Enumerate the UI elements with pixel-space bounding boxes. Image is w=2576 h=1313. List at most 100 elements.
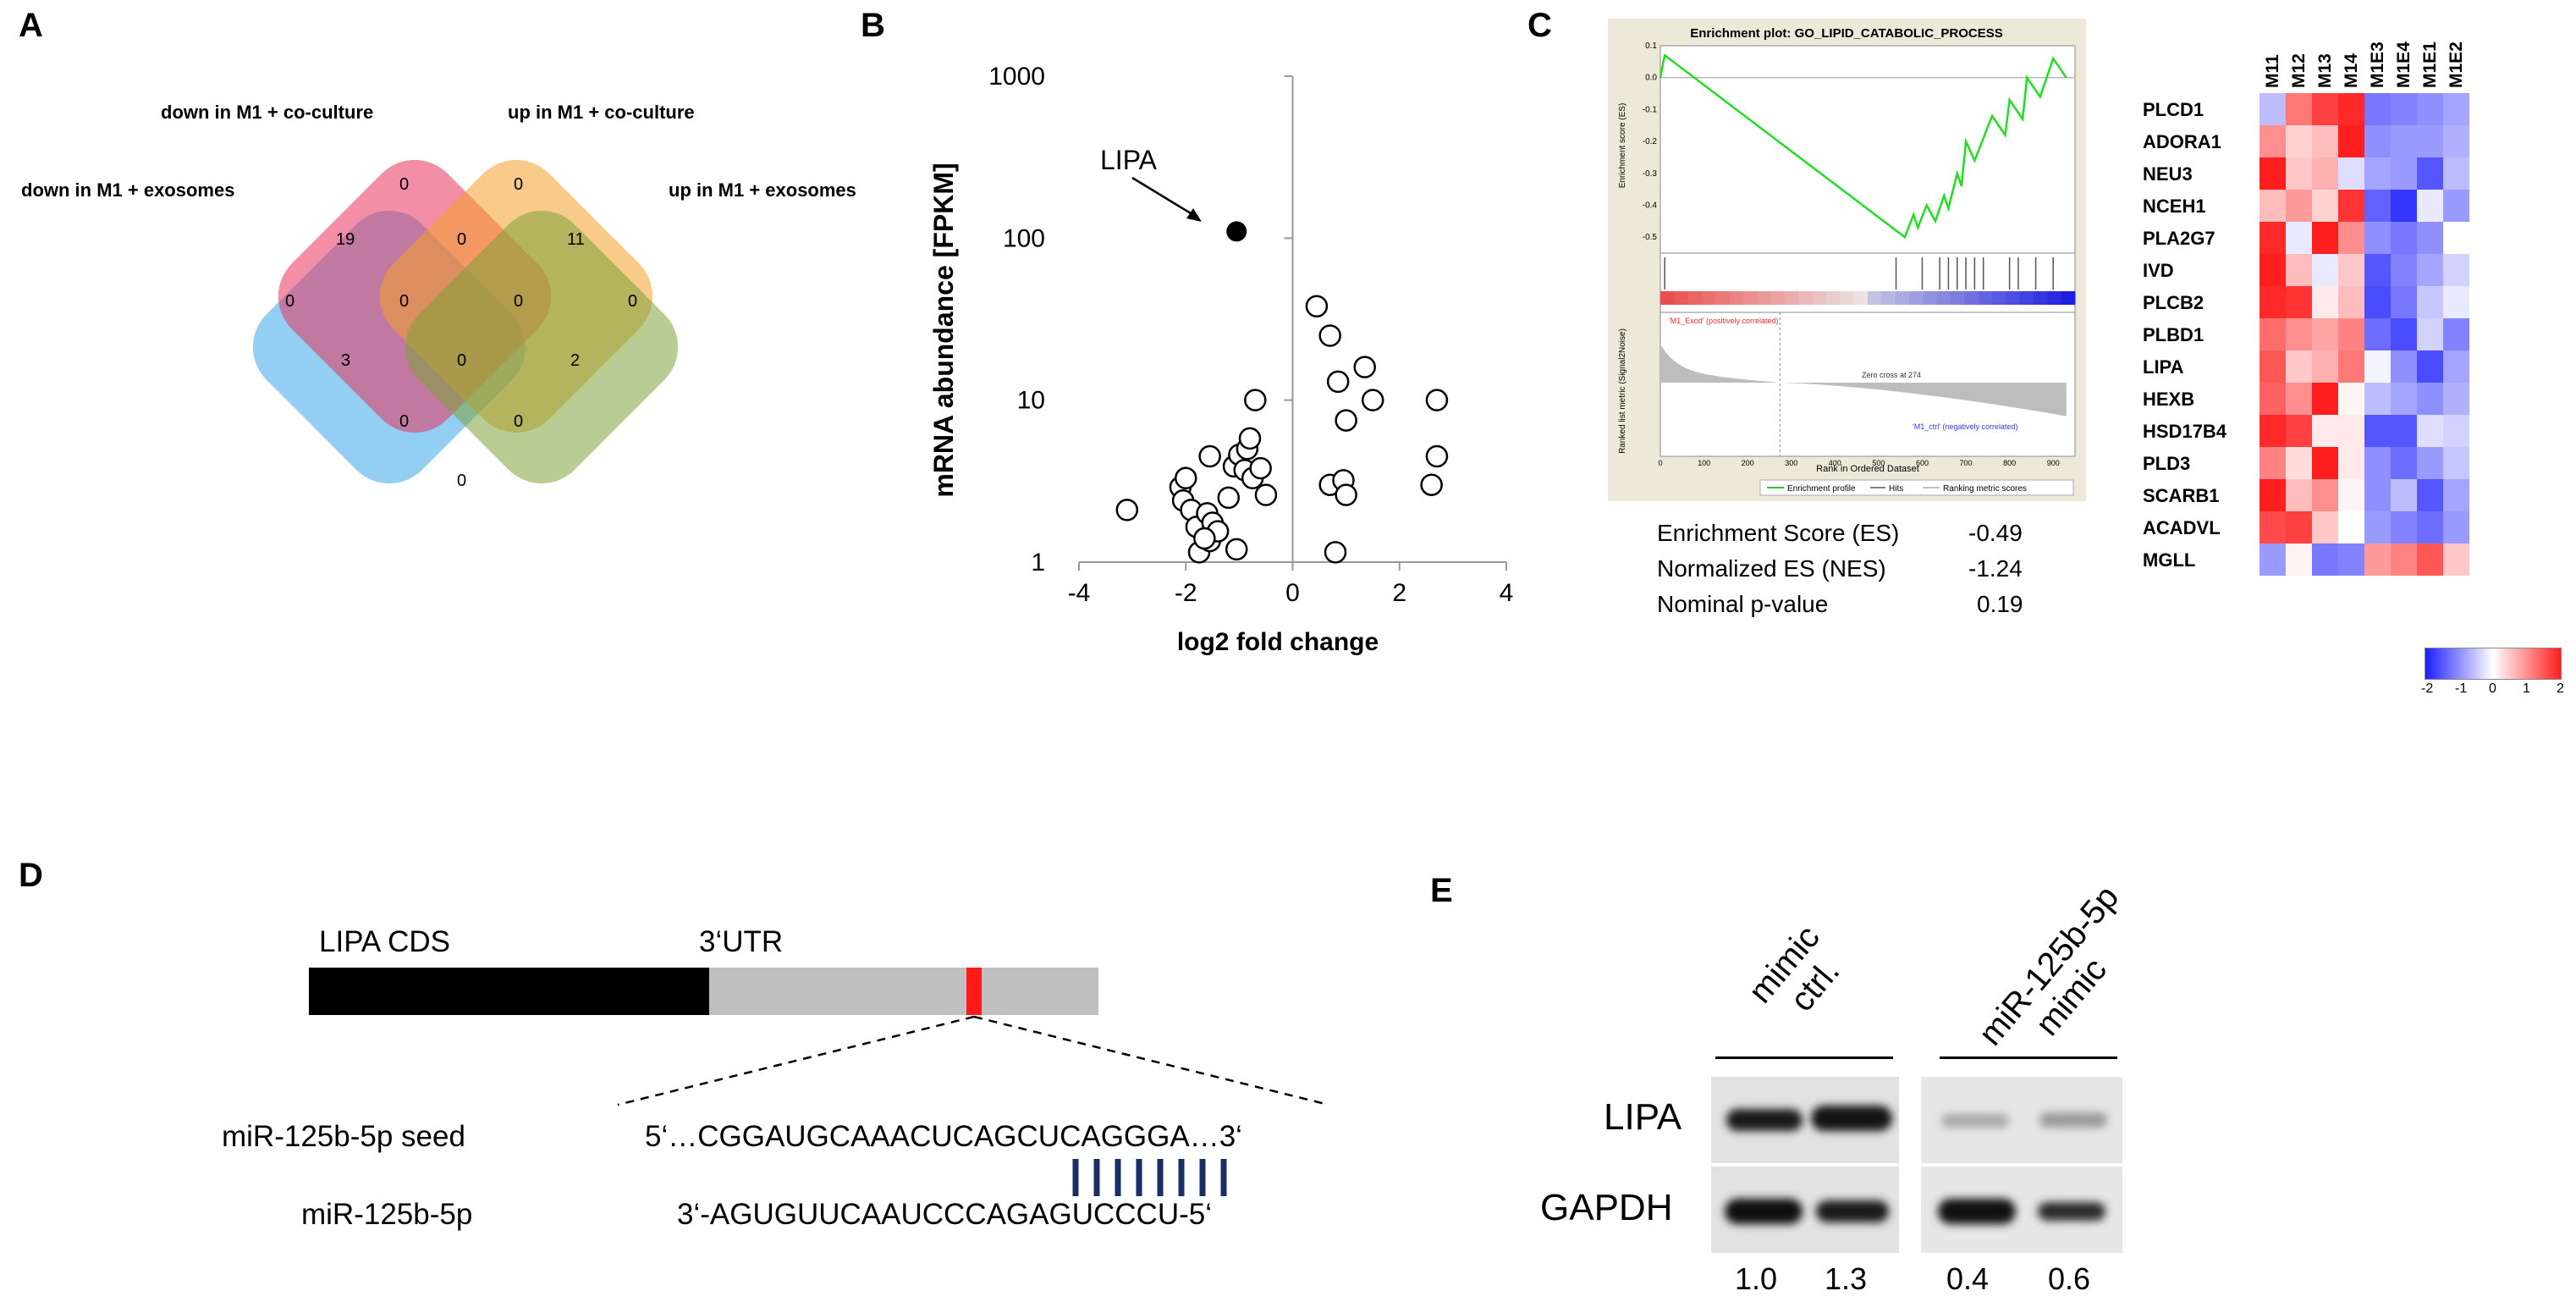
heatmap-row-label: NEU3 — [2143, 163, 2193, 185]
heatmap-cell — [2286, 190, 2312, 222]
stat-pvalue-label: Nominal p-value — [1657, 591, 1829, 617]
heatmap-cell — [2338, 190, 2364, 222]
heatmap-cell — [2260, 157, 2286, 190]
heatmap-cell — [2417, 415, 2443, 447]
scatter-point — [1318, 324, 1341, 347]
group-underline-ctrl — [1715, 1056, 1893, 1059]
heatmap-cell — [2338, 447, 2364, 479]
heatmap-cell — [2338, 350, 2364, 383]
y-tick-label: 1000 — [988, 63, 1045, 91]
x-tick-label: -4 — [1068, 579, 1091, 607]
gsea-y-tick-label: 0.1 — [1645, 41, 1657, 51]
heatmap-cell — [2312, 511, 2338, 543]
group-underline-mir — [1940, 1056, 2117, 1059]
heatmap-cell — [2364, 350, 2391, 383]
scatter-point — [1217, 486, 1240, 510]
heatmap-cell — [2417, 157, 2443, 190]
gsea-x-tick-label: 500 — [1872, 459, 1885, 467]
scatter-point — [1425, 444, 1449, 468]
y-tick-label: 1 — [1031, 549, 1045, 577]
gsea-metric-axis-label: Ranked list metric (Signal2Noise) — [1618, 328, 1627, 454]
band — [1938, 1199, 2016, 1224]
gsea-x-tick-label: 300 — [1785, 459, 1797, 467]
utr-bar — [709, 968, 1098, 1015]
heatmap-cell — [2338, 543, 2364, 576]
heatmap-cell — [2417, 286, 2443, 318]
venn-count: 0 — [399, 412, 410, 431]
heatmap-row-label: PLCD1 — [2143, 99, 2204, 120]
band — [1941, 1114, 2009, 1128]
heatmap-cell — [2260, 125, 2286, 157]
scatter-point — [1244, 389, 1267, 411]
heatmap-cell — [2391, 190, 2417, 222]
heatmap-cell — [2260, 286, 2286, 318]
heatmap-cell — [2312, 318, 2338, 350]
heatmap-cell — [2312, 222, 2338, 254]
heatmap-cell — [2260, 93, 2286, 125]
venn-count: 0 — [457, 230, 467, 249]
heatmap-cell — [2391, 125, 2417, 157]
heatmap-cell — [2286, 125, 2312, 157]
venn-count: 19 — [336, 230, 355, 249]
scatter-point — [1238, 427, 1262, 450]
heatmap-cell — [2312, 157, 2338, 190]
heatmap-row-label: HEXB — [2143, 389, 2195, 410]
heatmap-cell — [2443, 254, 2469, 286]
y-tick-label: 100 — [1003, 224, 1045, 252]
heatmap-cell — [2286, 222, 2312, 254]
heatmap-cell — [2312, 190, 2338, 222]
gsea-y-tick-label: -0.2 — [1643, 137, 1658, 146]
heatmap-row-label: PLBD1 — [2143, 324, 2204, 345]
scatter-point — [1425, 389, 1449, 411]
venn-count: 0 — [457, 472, 467, 490]
venn-count: 11 — [567, 230, 585, 249]
group-label-mir-mimic: miR-125b-5p mimic — [1972, 879, 2155, 1077]
gsea-y-tick-label: -0.5 — [1643, 233, 1658, 242]
heatmap-cell — [2417, 511, 2443, 543]
group-label-mimic-ctrl: mimic ctrl. — [1742, 919, 1856, 1034]
heatmap-row-label: NCEH1 — [2143, 196, 2206, 217]
scatter-point — [1353, 356, 1376, 378]
heatmap-cell — [2417, 383, 2443, 415]
annotation-arrow-line — [1131, 176, 1196, 218]
heatmap-row-label: ACADVL — [2143, 517, 2221, 538]
heatmap-row-label: HSD17B4 — [2143, 421, 2227, 442]
scatter-x-axis-label: log2 fold change — [1177, 628, 1379, 656]
heatmap-cell — [2364, 511, 2391, 543]
quant-value: 0.4 — [1946, 1261, 1990, 1296]
heatmap-cell — [2260, 543, 2286, 576]
heatmap-cell — [2338, 415, 2364, 447]
heatmap-cell — [2286, 479, 2312, 511]
heatmap-cell — [2260, 350, 2286, 383]
x-tick-label: -2 — [1175, 579, 1197, 607]
gsea-ranking-metric — [1660, 344, 2067, 417]
zoom-lines — [617, 1015, 1329, 1106]
gsea-pos-label: 'M1_Exod' (positively correlated) — [1669, 317, 1779, 325]
heatmap-cell — [2364, 383, 2391, 415]
heatmap-cell — [2391, 415, 2417, 447]
heatmap-cell — [2312, 543, 2338, 576]
venn-count: 0 — [457, 351, 467, 370]
venn-set-label-down-exo: down in M1 + exosomes — [21, 179, 235, 201]
band — [1725, 1199, 1803, 1224]
gsea-plot-frame: Enrichment plot: GO_LIPID_CATABOLIC_PROC… — [1608, 19, 2086, 501]
heatmap-column-label: M12 — [2289, 53, 2309, 88]
scatter-point — [1115, 499, 1139, 521]
heatmap-cell — [2286, 286, 2312, 318]
heatmap-cell — [2443, 318, 2469, 350]
seed-label: miR-125b-5p seed — [222, 1120, 465, 1153]
stat-es-label: Enrichment Score (ES) — [1657, 520, 1900, 546]
heatmap-cell — [2364, 190, 2391, 222]
blot-lipa-ctrl — [1711, 1077, 1899, 1163]
heatmap-cell — [2312, 93, 2338, 125]
gsea-legend-item: Enrichment profile — [1787, 484, 1856, 494]
stat-nes-value: -1.24 — [1968, 555, 2023, 582]
lipa-annotation: LIPA — [1100, 145, 1158, 175]
heatmap-cell — [2391, 254, 2417, 286]
heatmap-row-label: LIPA — [2143, 356, 2184, 378]
heatmap-cell — [2391, 318, 2417, 350]
heatmap-column-label: M1E1 — [2420, 41, 2440, 88]
scatter-point — [1249, 456, 1272, 480]
heatmap-cell — [2391, 447, 2417, 479]
gsea-legend-item: Hits — [1889, 484, 1903, 494]
